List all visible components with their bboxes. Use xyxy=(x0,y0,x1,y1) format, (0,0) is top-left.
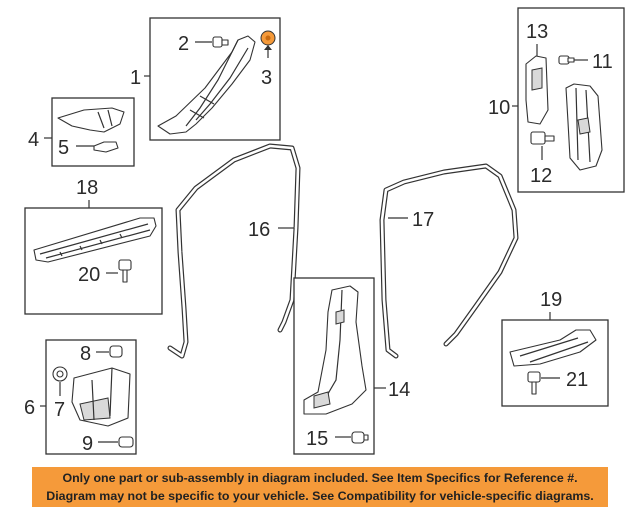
front-door-weatherstrip-part-16 xyxy=(167,143,301,359)
screw-part-21 xyxy=(527,371,541,395)
group-10-center-pillar-upper xyxy=(512,7,625,193)
callout-7: 7 xyxy=(54,399,65,421)
disclaimer-line-1: Only one part or sub-assembly in diagram… xyxy=(62,471,578,485)
callout-3: 3 xyxy=(261,67,272,89)
callout-10: 10 xyxy=(488,97,510,119)
screw-part-20 xyxy=(118,259,132,283)
pillar-upper-part-13 xyxy=(525,55,549,125)
callout-1: 1 xyxy=(130,67,141,89)
clip-part-8 xyxy=(109,345,123,358)
group-19-rear-scuff-plate xyxy=(501,312,609,407)
group-4-box xyxy=(51,97,135,167)
callout-2: 2 xyxy=(178,33,189,55)
disclaimer-banner: Only one part or sub-assembly in diagram… xyxy=(32,467,608,507)
rear-door-weatherstrip-part-17 xyxy=(379,163,519,359)
callout-21: 21 xyxy=(566,369,588,391)
highlighted-clip-part-3 xyxy=(260,30,276,46)
group-4-cover xyxy=(44,97,135,167)
callout-15: 15 xyxy=(306,428,328,450)
disclaimer-line-2: Diagram may not be specific to your vehi… xyxy=(46,489,594,503)
clip-part-2 xyxy=(212,36,229,48)
callout-16: 16 xyxy=(248,219,270,241)
group-6-kick-panel xyxy=(40,339,137,455)
clip-part-15 xyxy=(351,431,369,444)
callout-20: 20 xyxy=(78,264,100,286)
nut-part-7 xyxy=(52,366,68,382)
callout-11: 11 xyxy=(592,51,613,73)
callout-5: 5 xyxy=(58,137,69,159)
callout-13: 13 xyxy=(526,21,548,43)
pillar-garnish-part xyxy=(157,35,256,135)
clip-part-5 xyxy=(93,141,119,153)
callout-6: 6 xyxy=(24,397,35,419)
callout-14: 14 xyxy=(388,379,410,401)
group-1-pillar-garnish xyxy=(144,17,281,141)
group-18-scuff-plate xyxy=(24,200,163,315)
center-pillar-lower-part xyxy=(303,285,367,415)
cover-part-4 xyxy=(57,107,125,133)
group-14-center-pillar xyxy=(293,277,386,455)
callout-4: 4 xyxy=(28,129,39,151)
scuff-plate-part xyxy=(33,217,157,263)
callout-19: 19 xyxy=(540,289,562,311)
callout-9: 9 xyxy=(82,433,93,455)
callout-17: 17 xyxy=(412,209,434,231)
clip-part-9 xyxy=(118,436,134,448)
callout-18: 18 xyxy=(76,177,98,199)
screw-part-11 xyxy=(558,55,575,65)
callout-12: 12 xyxy=(530,165,552,187)
bolt-part-12 xyxy=(530,131,555,145)
callout-8: 8 xyxy=(80,343,91,365)
